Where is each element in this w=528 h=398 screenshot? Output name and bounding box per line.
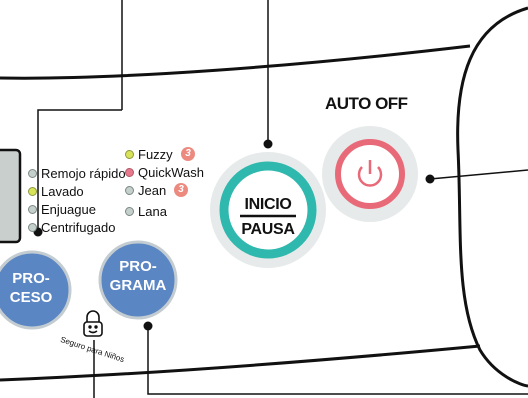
power-button[interactable]	[338, 142, 402, 206]
panel-right-edge	[456, 6, 528, 388]
leader-dot-start	[263, 139, 273, 149]
auto-off-label: AUTO OFF	[325, 94, 408, 113]
display-window	[0, 148, 22, 244]
start-pause-button[interactable]	[224, 166, 312, 254]
leader-line-process-b	[37, 109, 122, 232]
indicator-centrifugado	[28, 223, 37, 232]
leader-dot-power	[425, 174, 435, 184]
program-button-label-1: PRO-	[119, 258, 157, 275]
start-pause-ring	[219, 161, 317, 259]
leader-line-power	[429, 169, 528, 180]
start-label: INICIO	[244, 196, 292, 213]
process-step-label: Remojo rápido	[41, 166, 126, 181]
indicator-enjuague	[28, 205, 37, 214]
program-label: Lana	[138, 204, 167, 219]
program-button-label-2: GRAMA	[109, 277, 167, 294]
leader-dot-program	[143, 321, 153, 331]
process-step-label: Centrifugado	[41, 220, 116, 235]
leader-line-program	[147, 326, 528, 395]
process-step-label: Lavado	[41, 184, 84, 199]
indicator-lana	[125, 207, 134, 216]
process-button-shape	[0, 250, 72, 330]
indicator-jean	[125, 186, 134, 195]
panel-top-edge	[0, 44, 471, 80]
process-button-label-1: PRO-	[12, 270, 50, 287]
process-step-label: Enjuague	[41, 202, 96, 217]
indicator-remojo	[28, 169, 37, 178]
child-lock-icon	[83, 310, 103, 337]
program-label: Fuzzy	[138, 147, 173, 162]
power-icon	[357, 160, 383, 187]
panel-bottom-edge	[0, 344, 481, 382]
badge-jean: 3	[174, 183, 188, 197]
indicator-lavado	[28, 187, 37, 196]
indicator-fuzzy	[125, 150, 134, 159]
process-button-label-2: CESO	[9, 289, 53, 306]
program-label: Jean	[138, 183, 167, 198]
program-label: QuickWash	[138, 165, 204, 180]
badge-fuzzy: 3	[181, 147, 195, 161]
program-button-shape	[98, 240, 178, 320]
pause-label: PAUSA	[241, 221, 295, 238]
indicator-quickwash	[125, 168, 134, 177]
